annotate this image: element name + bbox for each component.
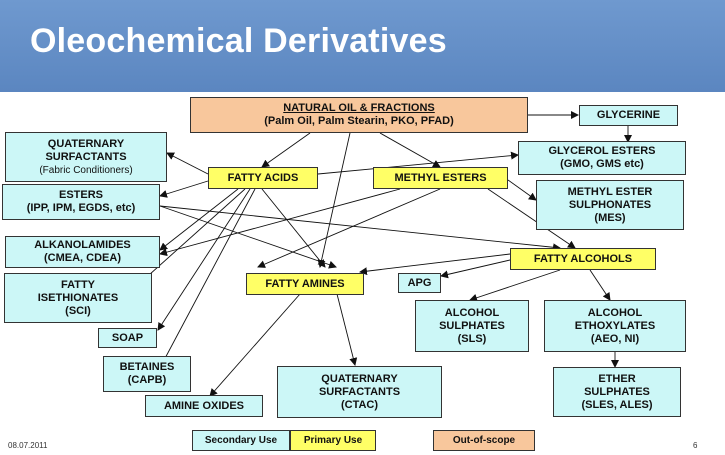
- node-alcohol-sulphates: ALCOHOL SULPHATES (SLS): [415, 300, 529, 352]
- node-amine-oxides-name: AMINE OXIDES: [163, 399, 245, 412]
- node-esters: ESTERS (IPP, IPM, EGDS, etc): [2, 184, 160, 220]
- node-fatty-amines-name: FATTY AMINES: [265, 277, 345, 290]
- node-alcohol-sulphates-line1: ALCOHOL: [444, 306, 500, 319]
- node-betaines: BETAINES (CAPB): [103, 356, 191, 392]
- node-natural-oil-name: NATURAL OIL & FRACTIONS: [283, 102, 435, 114]
- node-ether-sulphates-line3: (SLES, ALES): [581, 398, 653, 411]
- node-fatty-acids: FATTY ACIDS: [208, 167, 318, 189]
- node-betaines-line1: BETAINES: [119, 361, 175, 373]
- node-quaternary-bottom-line2: SURFACTANTS: [318, 385, 401, 398]
- node-betaines-line2: (CAPB): [127, 374, 167, 386]
- page-number: 6: [693, 441, 698, 450]
- node-fatty-alcohols: FATTY ALCOHOLS: [510, 248, 656, 270]
- node-alcohol-ethoxylates-line3: (AEO, NI): [590, 332, 640, 345]
- slide-title: Oleochemical Derivatives: [30, 22, 447, 60]
- node-amine-oxides: AMINE OXIDES: [145, 395, 263, 417]
- legend-primary-use: Primary Use: [290, 430, 376, 451]
- node-fatty-alcohols-name: FATTY ALCOHOLS: [533, 252, 633, 265]
- node-natural-oil: NATURAL OIL & FRACTIONS (Palm Oil, Palm …: [190, 97, 528, 133]
- node-ether-sulphates-line2: SULPHATES: [584, 385, 650, 398]
- node-alcohol-ethoxylates-line2: ETHOXYLATES: [574, 319, 656, 332]
- node-fatty-isethionates-line2: ISETHIONATES: [37, 291, 119, 304]
- node-quaternary-surfactants-fabric: QUATERNARY SURFACTANTS (Fabric Condition…: [5, 132, 167, 182]
- node-alkanolamides: ALKANOLAMIDES (CMEA, CDEA): [5, 236, 160, 268]
- node-alcohol-ethoxylates-line1: ALCOHOL: [587, 306, 643, 319]
- node-alcohol-sulphates-line3: (SLS): [457, 332, 487, 345]
- node-ether-sulphates: ETHER SULPHATES (SLES, ALES): [553, 367, 681, 417]
- node-fatty-amines: FATTY AMINES: [246, 273, 364, 295]
- node-quaternary-surfactants-ctac: QUATERNARY SURFACTANTS (CTAC): [277, 366, 442, 418]
- node-fatty-acids-name: FATTY ACIDS: [227, 171, 299, 184]
- node-soap-name: SOAP: [111, 331, 144, 344]
- legend-out-of-scope-label: Out-of-scope: [452, 435, 516, 446]
- node-fatty-isethionates-line3: (SCI): [65, 304, 91, 317]
- node-glycerol-esters: GLYCEROL ESTERS (GMO, GMS etc): [518, 141, 686, 175]
- node-ether-sulphates-line1: ETHER: [598, 372, 636, 385]
- node-glycerine-name: GLYCERINE: [596, 109, 661, 121]
- node-quaternary-top-line3: (Fabric Conditioners): [39, 164, 133, 176]
- node-alcohol-sulphates-line2: SULPHATES: [439, 319, 505, 332]
- node-quaternary-bottom-line3: (CTAC): [340, 398, 379, 411]
- node-fatty-isethionates-line1: FATTY: [60, 278, 95, 291]
- legend-out-of-scope: Out-of-scope: [433, 430, 535, 451]
- node-mes-line2: SULPHONATES: [568, 198, 652, 211]
- legend-primary-label: Primary Use: [303, 435, 363, 446]
- node-fatty-isethionates: FATTY ISETHIONATES (SCI): [4, 273, 152, 323]
- node-natural-oil-detail: (Palm Oil, Palm Stearin, PKO, PFAD): [264, 115, 454, 127]
- node-glycerine: GLYCERINE: [579, 105, 678, 126]
- legend-secondary-use: Secondary Use: [192, 430, 290, 451]
- node-quaternary-top-line1: QUATERNARY: [47, 137, 125, 150]
- node-methyl-ester-sulphonates: METHYL ESTER SULPHONATES (MES): [536, 180, 684, 230]
- node-alkanolamides-line1: ALKANOLAMIDES: [34, 239, 131, 251]
- legend-secondary-label: Secondary Use: [204, 435, 278, 446]
- node-quaternary-bottom-line1: QUATERNARY: [321, 372, 398, 385]
- node-mes-line1: METHYL ESTER: [567, 185, 653, 198]
- node-apg-name: APG: [407, 276, 432, 289]
- node-alkanolamides-line2: (CMEA, CDEA): [44, 252, 121, 264]
- node-esters-line2: (IPP, IPM, EGDS, etc): [26, 202, 136, 214]
- footer-date: 08.07.2011: [8, 441, 48, 450]
- node-quaternary-top-line2: SURFACTANTS: [45, 150, 127, 163]
- node-mes-line3: (MES): [594, 211, 626, 224]
- node-glycerol-esters-line1: GLYCEROL ESTERS: [548, 145, 656, 157]
- node-apg: APG: [398, 273, 441, 293]
- node-esters-line1: ESTERS: [58, 189, 103, 201]
- node-soap: SOAP: [98, 328, 157, 348]
- node-alcohol-ethoxylates: ALCOHOL ETHOXYLATES (AEO, NI): [544, 300, 686, 352]
- node-glycerol-esters-line2: (GMO, GMS etc): [560, 158, 644, 170]
- node-methyl-esters-name: METHYL ESTERS: [394, 171, 487, 184]
- title-banner: Oleochemical Derivatives: [0, 0, 725, 92]
- node-methyl-esters: METHYL ESTERS: [373, 167, 508, 189]
